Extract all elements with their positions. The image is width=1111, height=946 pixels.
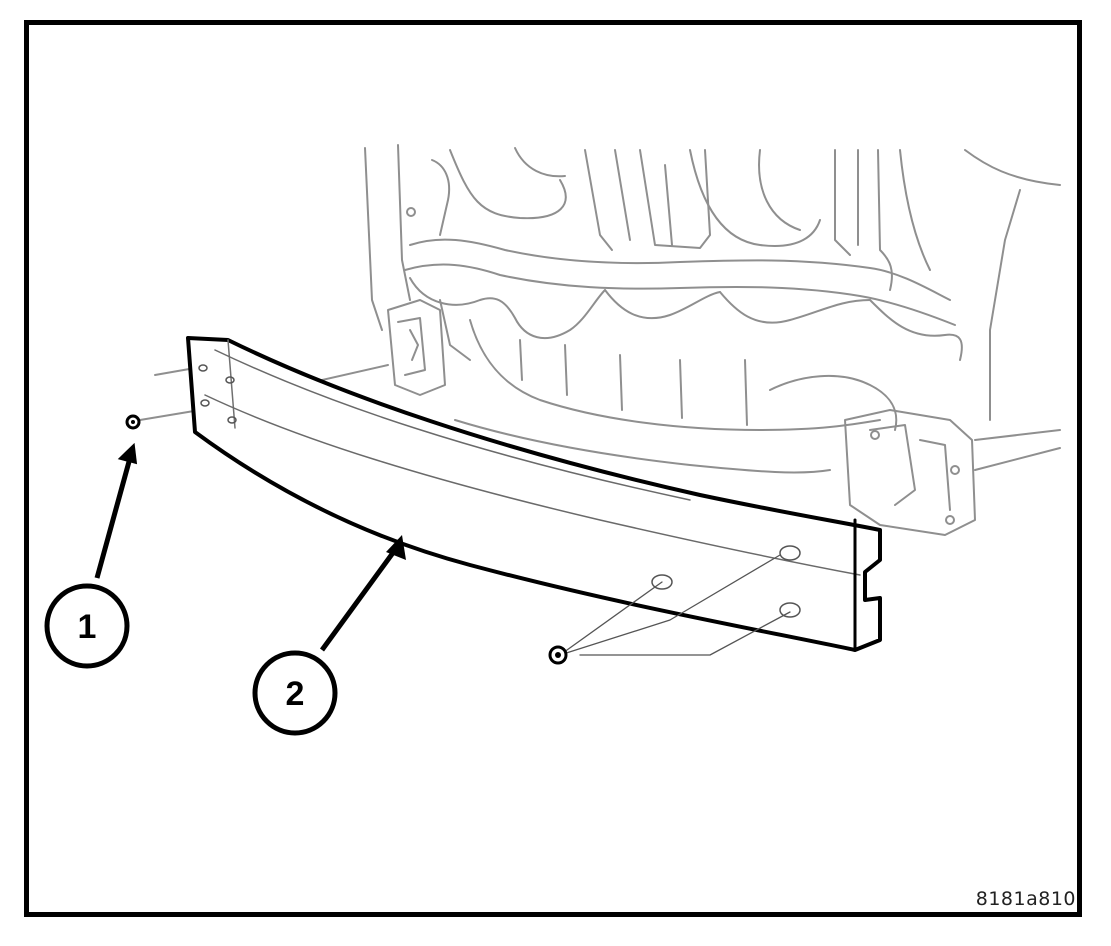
vehicle-front-structure [139, 144, 1061, 536]
callout-arrow [94, 442, 138, 579]
callout-label: 2 [286, 675, 305, 713]
callout-2: 2 [252, 650, 338, 736]
nut-icon [548, 645, 568, 665]
bumper-reinforcement-beam [186, 336, 882, 656]
nut-icon [125, 414, 141, 430]
figure-code: 8181a810 [975, 888, 1076, 910]
callout-1: 1 [44, 583, 130, 669]
callout-arrow [319, 535, 406, 652]
callout-label: 1 [78, 608, 97, 646]
